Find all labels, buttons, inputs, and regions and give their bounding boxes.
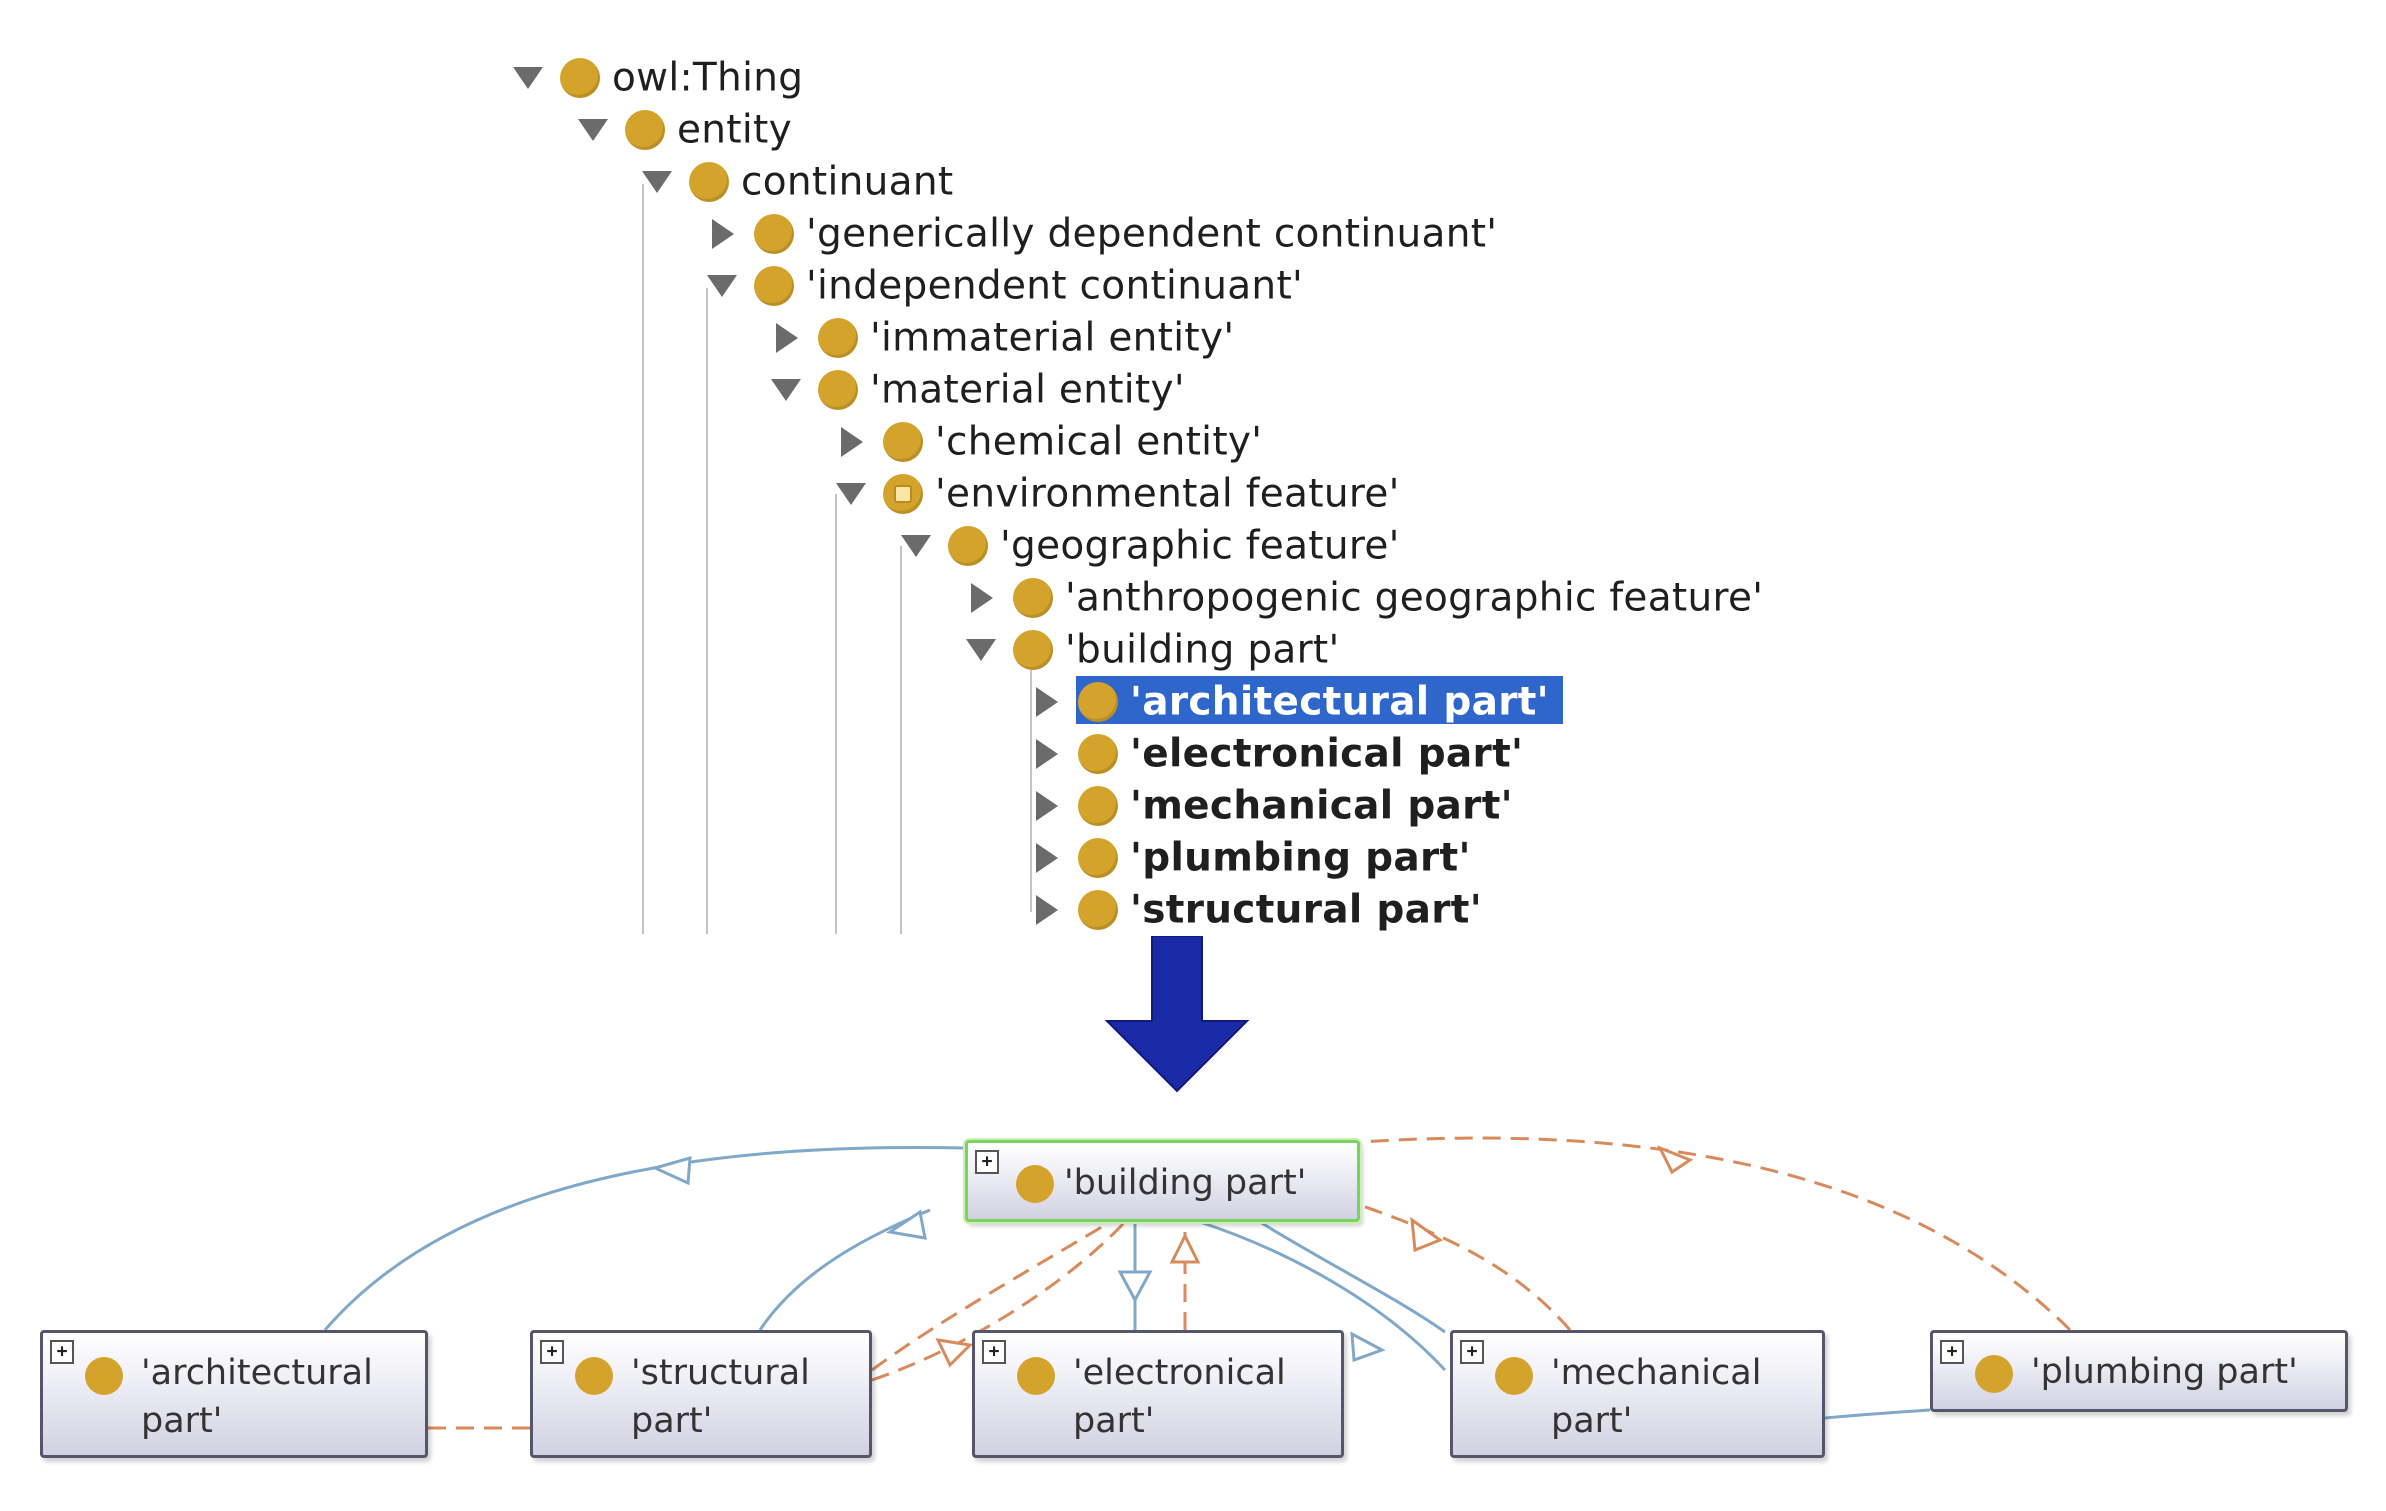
arrowhead-icon	[1117, 1270, 1153, 1304]
tree-guide-line	[835, 494, 837, 934]
expand-toggle-icon[interactable]	[841, 427, 863, 457]
down-arrow-icon	[1104, 936, 1250, 1093]
dashed-edge	[871, 1220, 1111, 1372]
class-icon	[948, 526, 988, 566]
class-icon	[1016, 1165, 1054, 1203]
class-icon	[1013, 578, 1053, 618]
tree-guide-line	[706, 288, 708, 934]
class-icon	[689, 162, 729, 202]
tree-item-label: 'plumbing part'	[1130, 835, 1471, 881]
expand-toggle-icon[interactable]	[578, 119, 608, 141]
expand-toggle-icon[interactable]	[712, 219, 734, 249]
tree-guide-line	[900, 546, 902, 934]
class-icon	[1078, 786, 1118, 826]
node-label: 'plumbing part'	[2031, 1352, 2298, 1392]
tree-item-label: 'structural part'	[1130, 887, 1482, 933]
subclass-edge	[1199, 1220, 1447, 1372]
class-icon	[560, 58, 600, 98]
node-label: 'electronical part'	[1073, 1353, 1286, 1441]
tree-item-label: 'material entity'	[870, 367, 1185, 413]
subclass-edge	[1824, 1408, 1931, 1420]
tree-item-label: 'environmental feature'	[935, 471, 1400, 517]
node-label: 'building part'	[1064, 1163, 1307, 1203]
tree-item-label: 'chemical entity'	[935, 419, 1263, 465]
arrowhead-icon	[886, 1209, 927, 1240]
graph-node-building-part[interactable]: + 'building part'	[965, 1140, 1360, 1222]
expand-toggle-icon[interactable]	[771, 379, 801, 401]
expand-toggle-icon[interactable]	[707, 275, 737, 297]
graph-node-electronical-part[interactable]: + 'electronical part'	[972, 1330, 1344, 1458]
graph-node-mechanical-part[interactable]: + 'mechanical part'	[1450, 1330, 1825, 1458]
class-icon	[754, 214, 794, 254]
tree-item-label: owl:Thing	[612, 55, 804, 101]
class-icon	[754, 266, 794, 306]
class-icon	[1495, 1357, 1533, 1395]
expand-toggle-icon[interactable]	[1036, 895, 1058, 925]
expand-toggle-icon[interactable]	[1036, 687, 1058, 717]
graph-node-structural-part[interactable]: + 'structural part'	[530, 1330, 872, 1458]
graph-node-plumbing-part[interactable]: + 'plumbing part'	[1930, 1330, 2348, 1412]
class-icon	[818, 318, 858, 358]
class-icon	[1078, 838, 1118, 878]
class-icon	[1078, 734, 1118, 774]
arrowhead-icon	[1350, 1331, 1386, 1363]
expand-node-icon[interactable]: +	[50, 1340, 74, 1364]
node-label: 'architectural part'	[141, 1353, 373, 1441]
expand-node-icon[interactable]: +	[975, 1150, 999, 1174]
arrowhead-icon	[935, 1338, 974, 1368]
class-icon	[1013, 630, 1053, 670]
class-icon	[1078, 682, 1118, 722]
expand-toggle-icon[interactable]	[966, 639, 996, 661]
class-icon	[883, 422, 923, 462]
subclass-edge	[323, 1145, 966, 1331]
subclass-edge	[1259, 1220, 1446, 1334]
tree-item-label: 'anthropogenic geographic feature'	[1065, 575, 1764, 621]
arrowhead-icon	[1656, 1145, 1694, 1175]
expand-toggle-icon[interactable]	[1036, 843, 1058, 873]
tree-item-label: 'electronical part'	[1130, 731, 1524, 777]
tree-item-label: 'architectural part'	[1130, 679, 1549, 725]
tree-guide-line	[1030, 650, 1032, 912]
tree-item-label: 'mechanical part'	[1130, 783, 1513, 829]
expand-toggle-icon[interactable]	[1036, 739, 1058, 769]
class-icon	[625, 110, 665, 150]
expand-toggle-icon[interactable]	[1036, 791, 1058, 821]
tree-item-label: continuant	[741, 159, 954, 205]
graph-node-architectural-part[interactable]: + 'architectural part'	[40, 1330, 428, 1458]
expand-toggle-icon[interactable]	[836, 483, 866, 505]
dashed-edge	[1359, 1203, 1572, 1331]
expand-node-icon[interactable]: +	[1460, 1340, 1484, 1364]
expand-toggle-icon[interactable]	[513, 67, 543, 89]
dashed-edge	[1359, 1136, 2072, 1332]
dashed-edge	[871, 1220, 1127, 1382]
tree-item-label: 'building part'	[1065, 627, 1340, 673]
class-icon	[575, 1357, 613, 1395]
arrowhead-icon	[1410, 1216, 1444, 1253]
tree-item-label: 'generically dependent continuant'	[806, 211, 1498, 257]
expand-toggle-icon[interactable]	[642, 171, 672, 193]
tree-guide-line	[642, 184, 644, 934]
expand-node-icon[interactable]: +	[982, 1340, 1006, 1364]
class-icon	[85, 1357, 123, 1395]
node-label: 'structural part'	[631, 1353, 810, 1441]
class-icon	[818, 370, 858, 410]
class-icon	[1017, 1357, 1055, 1395]
node-label: 'mechanical part'	[1551, 1353, 1762, 1441]
expand-toggle-icon[interactable]	[776, 323, 798, 353]
expand-node-icon[interactable]: +	[1940, 1340, 1964, 1364]
class-icon	[1975, 1355, 2013, 1393]
tree-item-label: 'geographic feature'	[1000, 523, 1400, 569]
tree-item-label: 'immaterial entity'	[870, 315, 1235, 361]
class-icon	[1078, 890, 1118, 930]
expand-toggle-icon[interactable]	[971, 583, 993, 613]
tree-item-label: entity	[677, 107, 793, 153]
tree-item-label: 'independent continuant'	[806, 263, 1304, 309]
expand-toggle-icon[interactable]	[901, 535, 931, 557]
arrowhead-icon	[650, 1155, 692, 1186]
selection-highlight	[1076, 676, 1563, 724]
expand-node-icon[interactable]: +	[540, 1340, 564, 1364]
arrowhead-icon	[1169, 1232, 1201, 1264]
equivalent-class-icon	[883, 474, 923, 514]
